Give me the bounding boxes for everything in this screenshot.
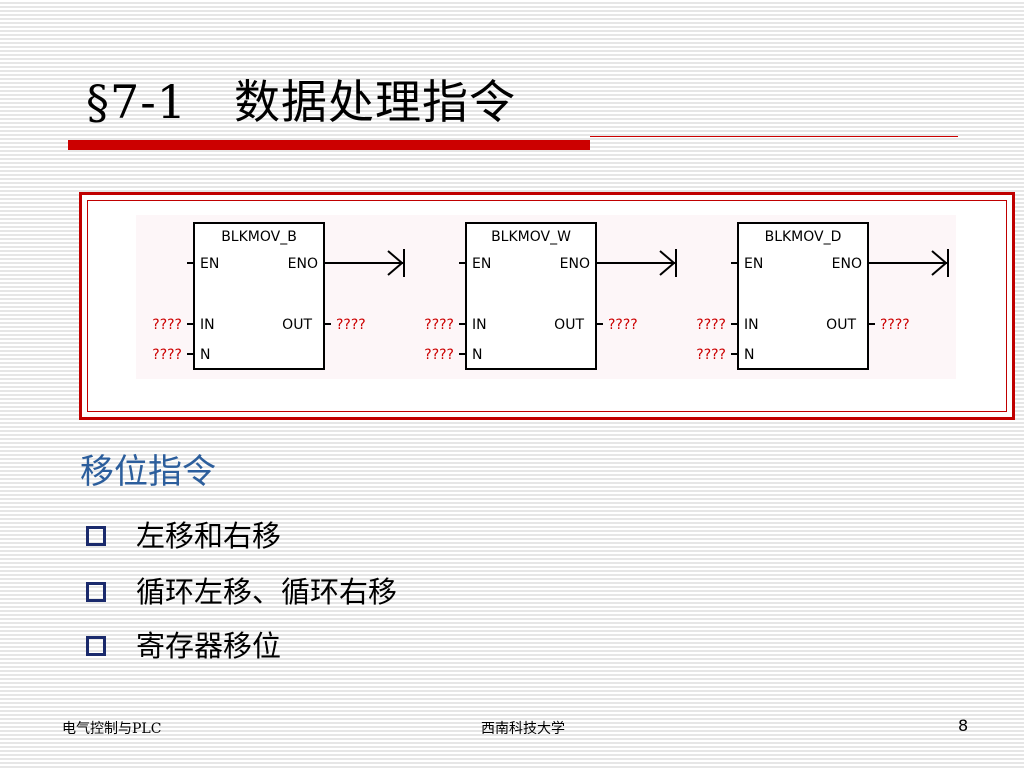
in-param-placeholder: ????	[424, 317, 454, 333]
out-param-placeholder: ????	[880, 317, 910, 333]
in-label: IN	[744, 317, 759, 333]
function-block-box	[193, 222, 325, 370]
bullet-box-icon	[86, 526, 106, 546]
en-label: EN	[200, 256, 219, 272]
in-label: IN	[200, 317, 215, 333]
out-param-placeholder: ????	[336, 317, 366, 333]
slide-title: §7-1 数据处理指令	[86, 75, 516, 129]
function-block-box	[737, 222, 869, 370]
n-param-placeholder: ????	[696, 347, 726, 363]
title-underline-thin	[590, 136, 958, 137]
eno-label: ENO	[288, 256, 318, 272]
out-label: OUT	[554, 317, 584, 333]
output-arrow-icon	[387, 250, 404, 276]
bullet-text: 循环左移、循环右移	[136, 575, 398, 609]
n-label: N	[200, 347, 210, 363]
eno-label: ENO	[560, 256, 590, 272]
bullet-box-icon	[86, 582, 106, 602]
en-label: EN	[472, 256, 491, 272]
function-block-name: BLKMOV_B	[221, 229, 297, 245]
out-label: OUT	[826, 317, 856, 333]
output-arrow-icon	[931, 250, 948, 276]
footer-page-number: 8	[958, 716, 969, 735]
function-block-name: BLKMOV_W	[491, 229, 571, 245]
in-label: IN	[472, 317, 487, 333]
out-param-placeholder: ????	[608, 317, 638, 333]
title-underline-thick	[68, 140, 590, 150]
function-block-box	[465, 222, 597, 370]
eno-label: ENO	[832, 256, 862, 272]
ladder-diagram-inner-border	[87, 200, 1007, 412]
function-block-name: BLKMOV_D	[765, 229, 842, 245]
n-param-placeholder: ????	[152, 347, 182, 363]
bullet-box-icon	[86, 636, 106, 656]
in-param-placeholder: ????	[152, 317, 182, 333]
en-label: EN	[744, 256, 763, 272]
footer-course-name: 电气控制与PLC	[62, 721, 162, 737]
in-param-placeholder: ????	[696, 317, 726, 333]
bullet-text: 寄存器移位	[136, 629, 282, 663]
n-param-placeholder: ????	[424, 347, 454, 363]
out-label: OUT	[282, 317, 312, 333]
section-heading: 移位指令	[80, 452, 216, 492]
footer-university: 西南科技大学	[481, 721, 565, 737]
n-label: N	[472, 347, 482, 363]
output-arrow-icon	[659, 250, 676, 276]
n-label: N	[744, 347, 754, 363]
bullet-text: 左移和右移	[136, 519, 282, 553]
